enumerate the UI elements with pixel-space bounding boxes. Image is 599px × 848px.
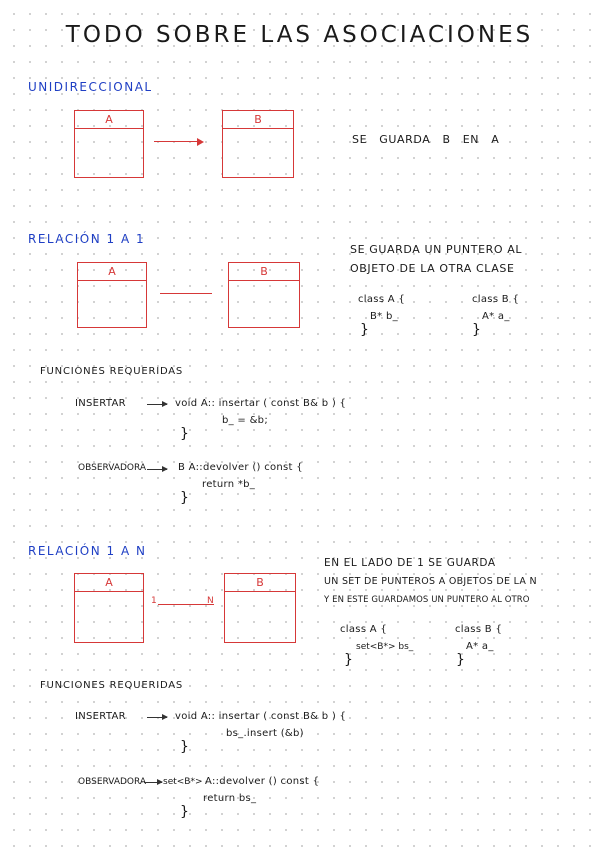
arrow-right-icon [144,778,163,786]
class-box-a-name: A [75,111,143,129]
observadora-label: OBSERVADORA [78,777,147,787]
class-a-member: set<B*> bs_ [356,642,414,652]
class-a-declaration: class A { [340,624,388,635]
closing-brace: } [180,490,189,506]
closing-brace: } [344,652,353,668]
closing-brace: } [180,426,189,442]
closing-brace: } [456,652,465,668]
unidireccional-note: SE GUARDA B EN A [352,133,500,146]
observadora-body: return *b_ [202,479,256,490]
class-b-member: A* a_ [466,641,494,652]
class-b-declaration: class B { [472,294,520,305]
observadora-return-type: set<B*> [163,777,203,787]
insertar-body: b_ = &b; [222,415,268,426]
note-line-2: UN SET DE PUNTEROS A OBJETOS DE LA N [324,576,537,587]
arrow-right-icon [147,713,168,721]
section-heading-1-a-1: RELACIÓN 1 A 1 [28,232,146,246]
observadora-signature: A::devolver () const { [205,776,320,787]
class-box-a-name: A [78,263,146,281]
funciones-heading: FUNCIONES REQUERIDAS [40,680,184,691]
multiplicity-one: 1 [151,596,157,606]
insertar-label: INSERTAR [75,398,126,409]
page-title: TODO SOBRE LAS ASOCIACIONES [65,22,534,48]
association-line [154,141,198,143]
closing-brace: } [180,804,189,820]
observadora-label: OBSERVADORA [78,463,147,473]
closing-brace: } [472,322,481,338]
note-line-3: Y EN ESTE GUARDAMOS UN PUNTERO AL OTRO [324,595,530,605]
closing-brace: } [180,739,189,755]
insertar-signature: void A:: insertar ( const B& b ) { [175,711,347,722]
class-a-member: B* b_ [370,311,398,322]
class-box-a: A [74,573,144,643]
arrow-head-icon [197,138,204,146]
closing-brace: } [360,322,369,338]
section-heading-1-a-n: RELACIÓN 1 A N [28,544,147,558]
note-line-1: SE GUARDA UN PUNTERO AL [350,243,523,256]
funciones-heading: FUNCIONES REQUERIDAS [40,366,184,377]
class-box-a: A [74,110,144,178]
class-box-b: B [224,573,296,643]
class-box-b: B [228,262,300,328]
section-heading-unidireccional: UNIDIRECCIONAL [28,80,153,94]
arrow-right-icon [147,465,168,473]
class-box-b-name: B [229,263,299,281]
observadora-signature: B A::devolver () const { [178,462,303,473]
class-box-b: B [222,110,294,178]
association-line [158,604,214,606]
multiplicity-n: N [207,596,214,606]
insertar-body: bs_.insert (&b) [226,728,304,739]
arrow-right-icon [147,400,168,408]
class-box-b-name: B [225,574,295,592]
class-b-declaration: class B { [455,624,503,635]
note-line-1: EN EL LADO DE 1 SE GUARDA [324,557,496,569]
insertar-label: INSERTAR [75,711,126,722]
class-b-member: A* a_ [482,311,510,322]
observadora-body: return bs_ [203,793,257,804]
class-box-b-name: B [223,111,293,129]
note-line-2: OBJETO DE LA OTRA CLASE [350,262,515,275]
class-a-declaration: class A { [358,294,406,305]
association-line [160,293,212,295]
class-box-a-name: A [75,574,143,592]
insertar-signature: void A:: insertar ( const B& b ) { [175,398,347,409]
class-box-a: A [77,262,147,328]
